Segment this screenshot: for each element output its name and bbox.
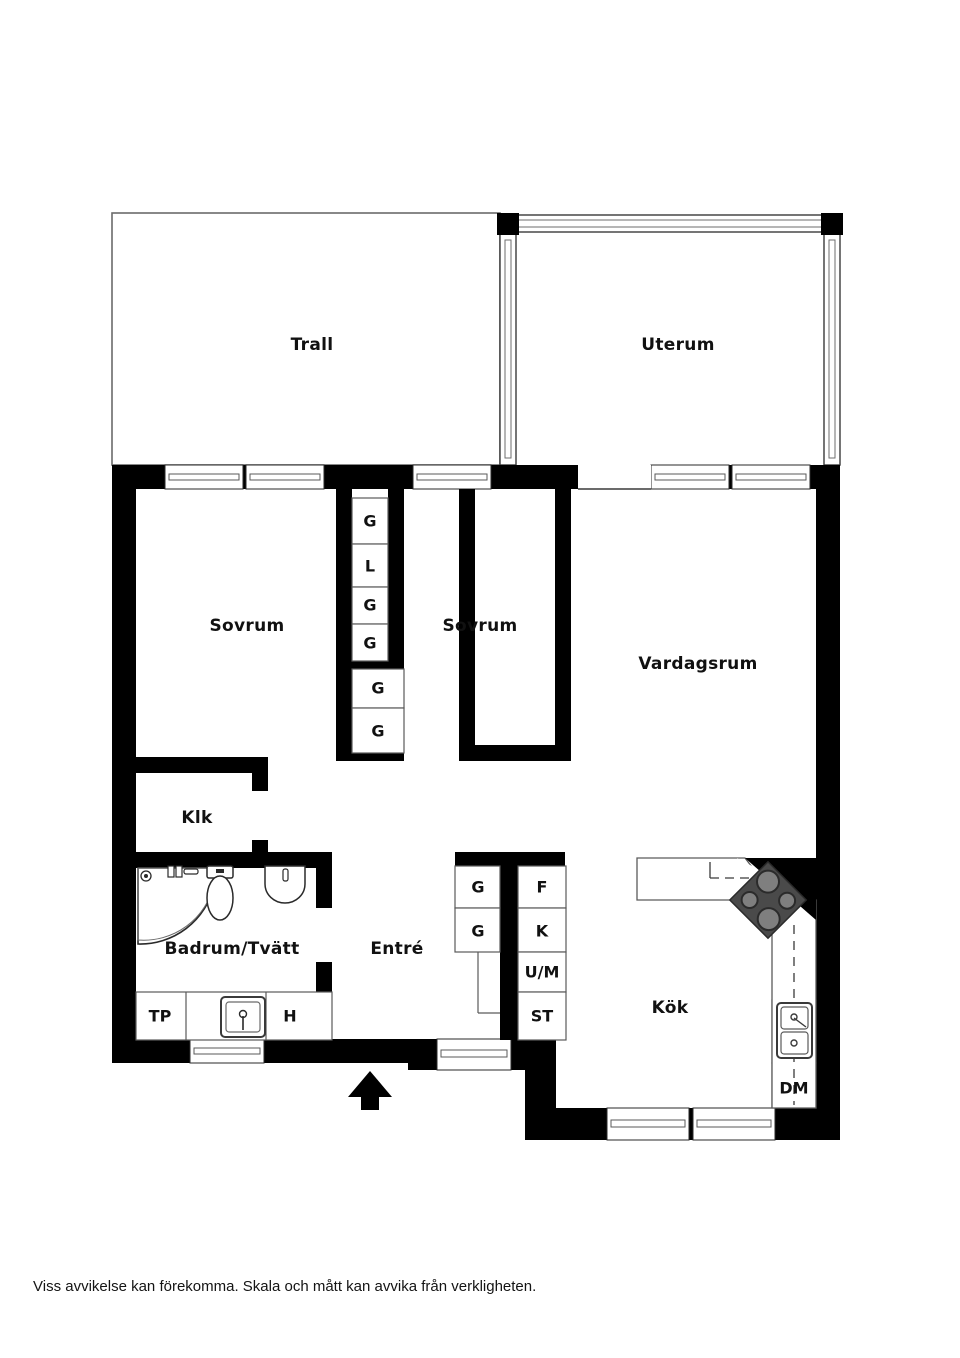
room-label-uterum: Uterum	[641, 335, 715, 355]
window-top-2	[245, 464, 325, 490]
cabinet-label-storage: ST	[530, 1006, 554, 1026]
window-bottom-kitchen-2	[692, 1107, 776, 1141]
cabinet-label-bedroom-l: L	[364, 556, 376, 576]
front-door	[436, 1038, 512, 1071]
cabinet-label-freezer: F	[536, 877, 548, 897]
room-label-trall: Trall	[290, 335, 334, 355]
toilet-icon	[206, 865, 234, 921]
entrance-arrow-icon	[348, 1071, 392, 1110]
cabinet-label-dishwasher: DM	[779, 1078, 809, 1098]
kitchen-fixtures	[636, 857, 817, 1109]
disclaimer-text: Viss avvikelse kan förekomma. Skala och …	[33, 1278, 537, 1295]
window-top-5	[731, 464, 811, 490]
cabinet-label-bedroom-g5: G	[371, 721, 385, 741]
room-label-klk: Klk	[181, 808, 213, 828]
kitchen-double-sink-icon	[776, 1002, 813, 1059]
room-label-kok: Kök	[651, 998, 689, 1018]
cabinet-label-bedroom-g3: G	[363, 633, 377, 653]
trall-deck	[111, 212, 501, 466]
cabinet-label-fridge: K	[535, 921, 549, 941]
uterum-conservatory	[497, 213, 843, 466]
cabinet-label-hall-g1: G	[471, 877, 485, 897]
cabinet-label-washer-dryer: U/M	[524, 962, 560, 982]
window-top-4	[650, 464, 730, 490]
cabinet-label-tp: TP	[148, 1006, 172, 1026]
cabinet-label-bedroom-g1: G	[363, 511, 377, 531]
laundry-sink-icon	[220, 996, 266, 1038]
bathroom-fixtures	[137, 865, 306, 1038]
room-label-badrum: Badrum/Tvätt	[164, 939, 300, 959]
room-label-vardagsrum: Vardagsrum	[638, 654, 758, 674]
window-top-3	[412, 464, 492, 490]
cabinet-label-h: H	[283, 1006, 297, 1026]
cabinet-label-bedroom-g2: G	[363, 595, 377, 615]
room-label-sovrum-2: Sovrum	[442, 616, 518, 636]
cabinet-label-hall-g2: G	[471, 921, 485, 941]
washbasin-icon	[264, 865, 306, 904]
window-bottom-bathroom	[189, 1038, 265, 1064]
room-label-sovrum-1: Sovrum	[209, 616, 285, 636]
window-top-1	[164, 464, 244, 490]
stove-cooktop-icon	[728, 860, 808, 940]
cabinet-label-bedroom-g4: G	[371, 678, 385, 698]
window-bottom-kitchen-1	[606, 1107, 690, 1141]
windows	[164, 464, 811, 1141]
room-label-entre: Entré	[370, 939, 424, 959]
